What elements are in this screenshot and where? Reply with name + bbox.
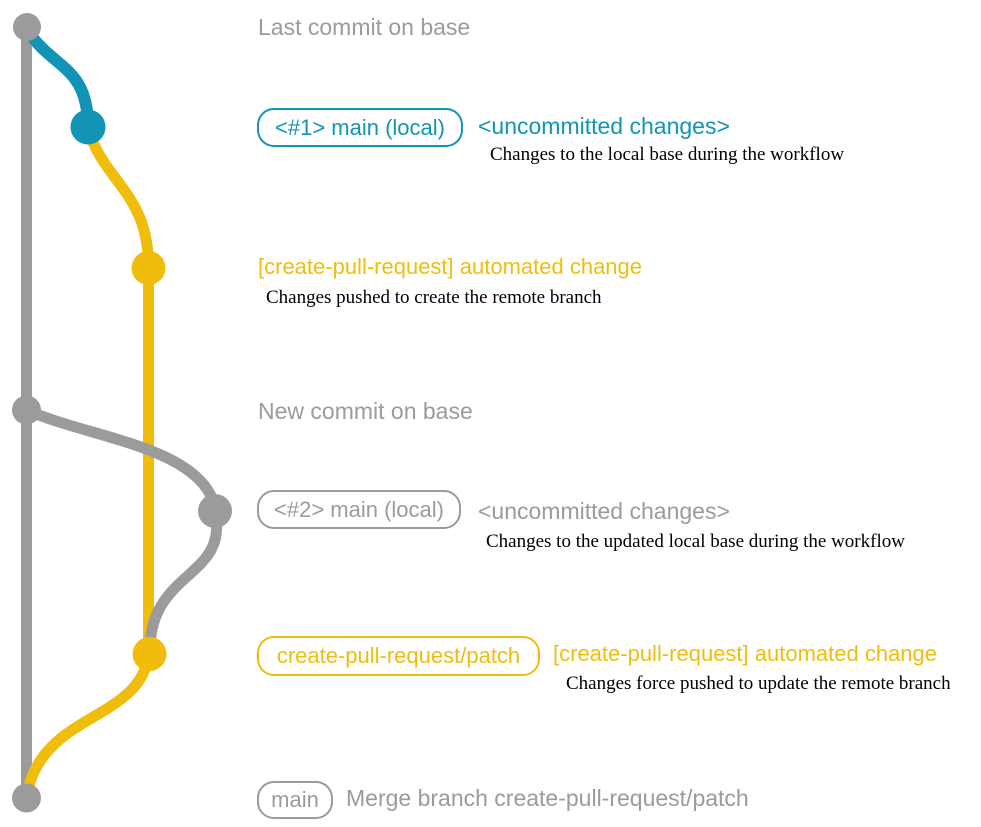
commit-automated-change-1 xyxy=(131,251,166,285)
commit-message-uncommitted-1: <uncommitted changes> xyxy=(478,113,730,139)
commit-description-1: Changes to the local base during the wor… xyxy=(490,144,845,165)
commit-automated-change-2 xyxy=(132,637,167,671)
caption-new-commit-on-base: New commit on base xyxy=(258,398,473,424)
commit-description-2: Changes pushed to create the remote bran… xyxy=(266,287,602,308)
branch-main-local-2-path xyxy=(21,404,220,509)
commit-message-automated-2: [create-pull-request] automated change xyxy=(553,641,938,666)
commit-description-3: Changes to the updated local base during… xyxy=(486,531,905,552)
commit-description-4: Changes force pushed to update the remot… xyxy=(566,673,951,694)
commit-merge xyxy=(12,783,41,813)
commit-message-automated-1: [create-pull-request] automated change xyxy=(258,254,643,279)
branch-badge-main-local-2: <#2> main (local) xyxy=(257,490,461,529)
commit-uncommitted-changes-1 xyxy=(70,109,106,145)
commit-last-commit-on-base xyxy=(13,13,41,41)
commit-message-uncommitted-2: <uncommitted changes> xyxy=(478,498,730,524)
branch-badge-main-local-1: <#1> main (local) xyxy=(257,108,463,147)
branch-badge-patch: create-pull-request/patch xyxy=(257,636,540,676)
commit-message-merge: Merge branch create-pull-request/patch xyxy=(346,785,749,811)
commit-uncommitted-changes-2 xyxy=(198,494,232,528)
caption-last-commit-on-base: Last commit on base xyxy=(258,14,471,40)
branch-main-local-2-rebase-path xyxy=(144,506,223,652)
branch-main-local-1-path xyxy=(22,25,94,133)
branch-badge-main: main xyxy=(257,781,333,819)
commit-new-commit-on-base xyxy=(12,395,41,425)
branch-patch-path xyxy=(21,122,154,803)
